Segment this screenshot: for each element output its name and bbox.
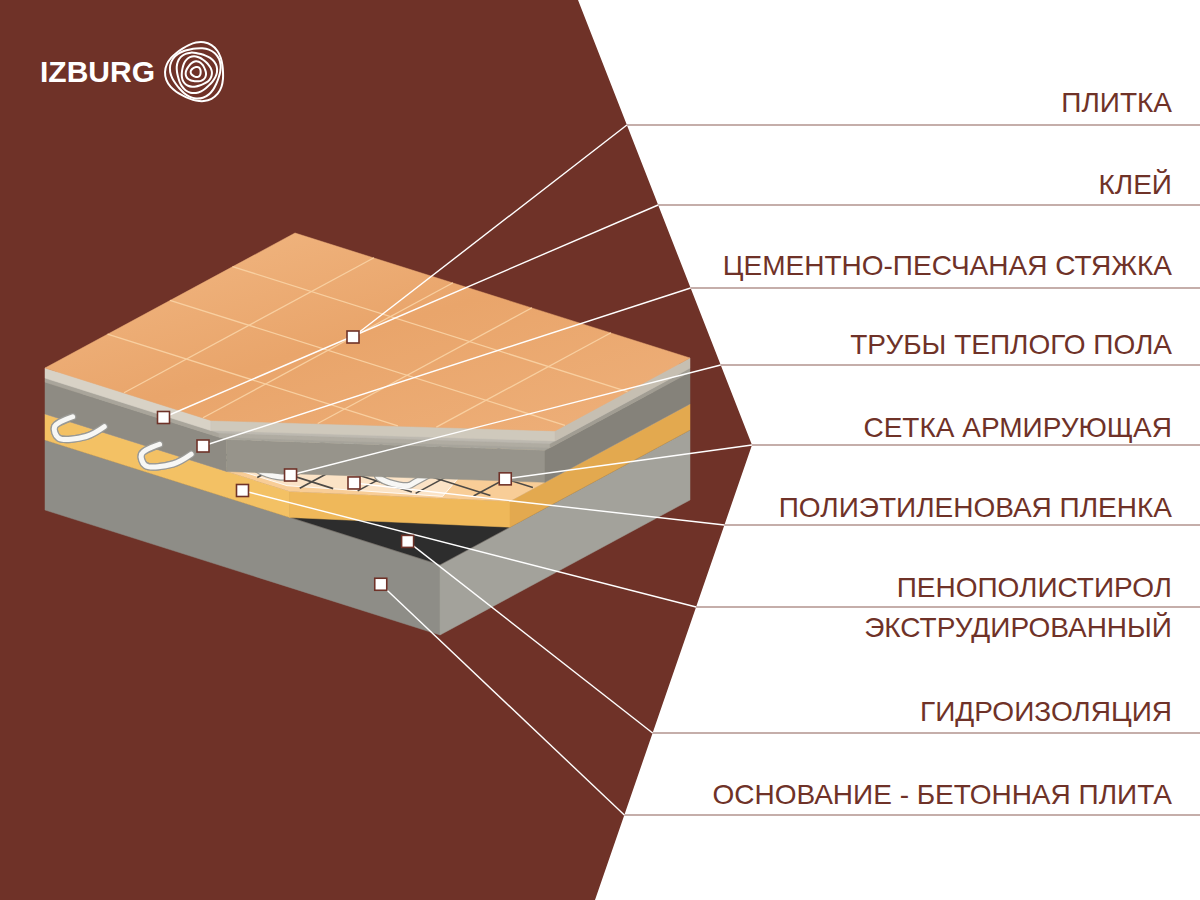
layer-label: ПОЛИЭТИЛЕНОВАЯ ПЛЕНКА xyxy=(779,491,1172,525)
logo-ring xyxy=(191,67,201,77)
callout-marker xyxy=(375,578,387,590)
label-rule xyxy=(721,364,1200,365)
label-rule xyxy=(691,287,1200,288)
callout-marker xyxy=(197,440,209,452)
heating-pipe xyxy=(54,417,104,440)
logo-ring xyxy=(170,48,221,98)
label-slot: ПОЛИЭТИЛЕНОВАЯ ПЛЕНКА xyxy=(779,491,1172,525)
label-slot: ПЕНОПОЛИСТИРОЛ ЭКСТРУДИРОВАННЫЙ xyxy=(792,568,1172,648)
layer-label: ЦЕМЕНТНО-ПЕСЧАНАЯ СТЯЖКА xyxy=(723,249,1172,283)
label-slot: ОСНОВАНИЕ - БЕТОННАЯ ПЛИТА xyxy=(712,778,1172,812)
leader-line xyxy=(354,483,724,525)
callout-marker xyxy=(499,473,511,485)
label-slot: ГИДРОИЗОЛЯЦИЯ xyxy=(920,695,1172,729)
label-rule xyxy=(658,204,1200,205)
leader-line xyxy=(353,125,627,337)
label-slot: ТРУБЫ ТЕПЛОГО ПОЛА xyxy=(850,328,1172,362)
layer-label: ОСНОВАНИЕ - БЕТОННАЯ ПЛИТА xyxy=(712,778,1172,812)
grout-line xyxy=(318,308,532,424)
leader-line xyxy=(381,584,625,815)
pipe-loops xyxy=(54,417,191,467)
label-slot: ЦЕМЕНТНО-ПЕСЧАНАЯ СТЯЖКА xyxy=(723,249,1172,283)
layer-label: СЕТКА АРМИРУЮЩАЯ xyxy=(863,411,1172,445)
label-rule xyxy=(696,606,1200,607)
callout-marker xyxy=(285,469,297,481)
logo-slot: IZBURG xyxy=(40,52,155,92)
callouts xyxy=(158,125,1200,815)
callout-marker xyxy=(347,331,359,343)
logo-ring xyxy=(182,56,212,86)
floor-illustration xyxy=(45,233,690,635)
logo-ring xyxy=(177,53,217,93)
callout-marker xyxy=(237,485,249,497)
layer-label: КЛЕЙ xyxy=(1099,168,1173,202)
layer-label: ПЕНОПОЛИСТИРОЛ ЭКСТРУДИРОВАННЫЙ xyxy=(792,568,1172,648)
leader-line xyxy=(408,541,653,733)
heating-pipe xyxy=(141,444,191,467)
pipe-outline xyxy=(54,417,104,440)
pipe-outline xyxy=(141,444,191,467)
layer-label: ПЛИТКА xyxy=(1061,86,1172,120)
brand-logo: IZBURG xyxy=(40,52,155,92)
label-rule xyxy=(653,732,1200,733)
callout-marker xyxy=(348,477,360,489)
tile-grout xyxy=(108,258,628,427)
label-slot: ПЛИТКА xyxy=(1061,86,1172,120)
logo-rings xyxy=(165,42,223,101)
label-slot: КЛЕЙ xyxy=(1099,168,1173,202)
grout-line xyxy=(170,300,565,425)
label-rule xyxy=(724,524,1200,525)
ceramic-tile-top xyxy=(45,233,690,431)
label-rule xyxy=(627,124,1200,125)
callout-marker xyxy=(158,412,170,424)
leader-line xyxy=(505,445,752,479)
grout-line xyxy=(108,334,398,426)
label-rule xyxy=(752,444,1200,445)
layer-label: ТРУБЫ ТЕПЛОГО ПОЛА xyxy=(850,328,1172,362)
leader-line xyxy=(164,205,659,418)
grout-line xyxy=(436,333,611,427)
logo-ring xyxy=(165,42,223,101)
leader-line xyxy=(203,288,691,446)
layer-label: ГИДРОИЗОЛЯЦИЯ xyxy=(920,695,1172,729)
logo-ring xyxy=(186,61,206,81)
label-rule xyxy=(624,814,1200,815)
callout-marker xyxy=(402,535,414,547)
label-slot: СЕТКА АРМИРУЮЩАЯ xyxy=(863,411,1172,445)
